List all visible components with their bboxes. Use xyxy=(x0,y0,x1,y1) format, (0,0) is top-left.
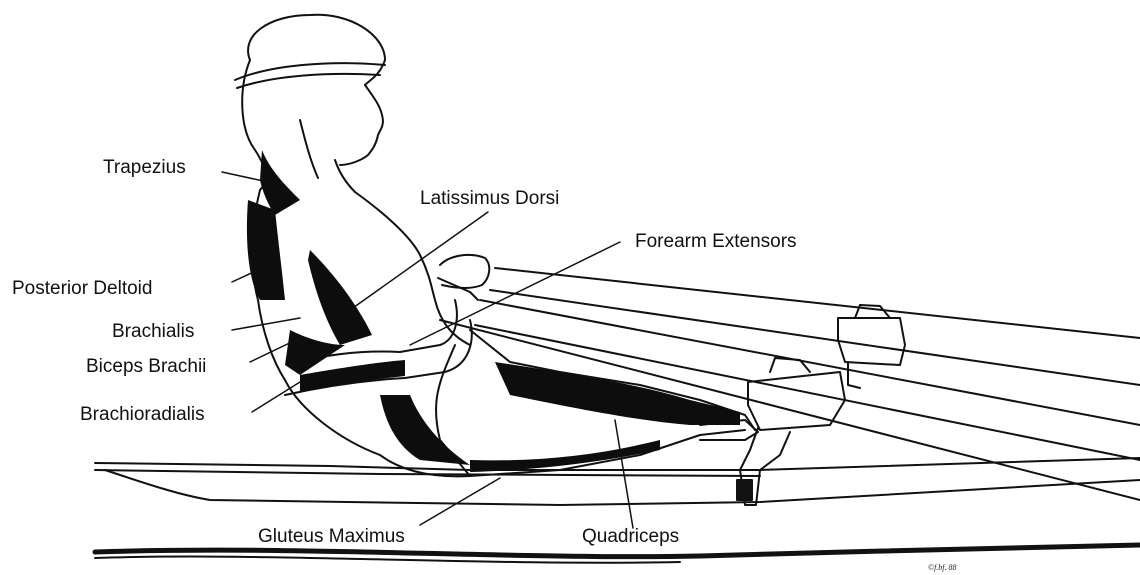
artist-signature: ©f.bf. 88 xyxy=(928,563,957,572)
label-brachioradialis: Brachioradialis xyxy=(80,405,205,424)
forearm-muscle xyxy=(300,360,405,392)
boat-hull xyxy=(95,458,1140,505)
label-biceps-brachii: Biceps Brachii xyxy=(86,357,206,376)
oarlock-lower xyxy=(737,358,845,505)
posterior-deltoid-muscle xyxy=(247,200,285,300)
latissimus-muscle xyxy=(308,250,372,345)
rower-head xyxy=(235,15,385,192)
label-forearm-extensors: Forearm Extensors xyxy=(635,232,797,251)
label-quadriceps: Quadriceps xyxy=(582,527,679,546)
label-brachialis: Brachialis xyxy=(112,322,194,341)
trapezius-muscle xyxy=(260,150,300,215)
label-posterior-deltoid: Posterior Deltoid xyxy=(12,279,152,298)
label-latissimus-dorsi: Latissimus Dorsi xyxy=(420,189,559,208)
gluteus-muscle xyxy=(380,395,470,465)
label-gluteus-maximus: Gluteus Maximus xyxy=(258,527,405,546)
label-trapezius: Trapezius xyxy=(103,158,186,177)
